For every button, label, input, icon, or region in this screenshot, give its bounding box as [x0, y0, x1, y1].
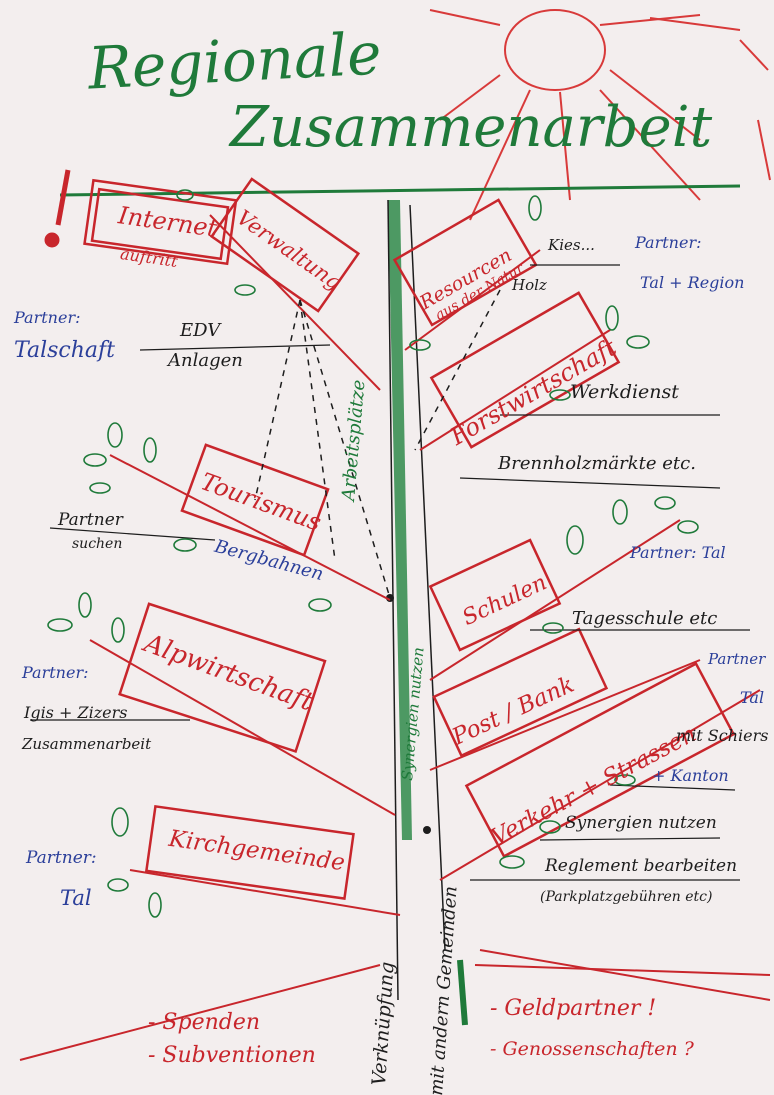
horizon-line — [59, 184, 741, 197]
kanton-label: + Kanton — [652, 766, 729, 785]
synergien-nutzen-label: Synergien nutzen — [565, 813, 717, 833]
exclamation-mark-icon — [44, 169, 71, 248]
zusammenarbeit-label: Zusammenarbeit — [22, 735, 152, 753]
partner-talschaft-label: Partner: — [14, 308, 81, 327]
geldpartner-label: - Geldpartner ! — [490, 996, 657, 1021]
brennholz-label: Brennholzmärkte etc. — [498, 453, 696, 474]
underlines — [30, 264, 750, 881]
partner-tal-label: Partner: — [26, 848, 97, 868]
igis-zizers-label: Igis + Zizers — [24, 703, 128, 722]
parkplatz-label: (Parkplatzgebühren etc) — [540, 889, 713, 905]
dashed-connectors — [254, 289, 501, 599]
label-boxes — [83, 177, 736, 901]
partner-tal-value: Tal — [60, 886, 92, 910]
spenden-label: - Spenden — [148, 1010, 261, 1035]
kies-label: Kies... — [548, 236, 595, 254]
genossenschaften-label: - Genossenschaften ? — [490, 1038, 694, 1060]
partner-igis-label: Partner: — [22, 663, 89, 682]
partner-tal3-label: Partner — [708, 650, 766, 668]
edv-label: EDV — [180, 320, 221, 341]
werkdienst-label: Werkdienst — [570, 381, 679, 403]
mit-schiers-label: mit Schiers — [676, 726, 769, 745]
tagesschule-label: Tagesschule etc — [572, 608, 718, 629]
partner-suchen-label: Partner — [58, 510, 123, 530]
holz-label: Holz — [512, 276, 547, 294]
partner-region-value: Tal + Region — [640, 273, 745, 292]
partner-tal2-label: Partner: Tal — [630, 543, 726, 562]
title-line-2: Zusammenarbeit — [230, 95, 713, 160]
reglement-label: Reglement bearbeiten — [545, 856, 738, 876]
partner-region-label: Partner: — [635, 233, 702, 252]
partner-talschaft-value: Talschaft — [14, 338, 115, 363]
partner-tal3-value: Tal — [740, 688, 765, 707]
branch-lines — [19, 214, 771, 1061]
sun-icon — [429, 9, 771, 221]
suchen-label: suchen — [72, 536, 123, 552]
leaf-icons — [47, 189, 699, 918]
title-line-1: Regionale — [86, 19, 383, 103]
subventionen-label: - Subventionen — [148, 1043, 316, 1068]
anlagen-label: Anlagen — [168, 350, 243, 371]
